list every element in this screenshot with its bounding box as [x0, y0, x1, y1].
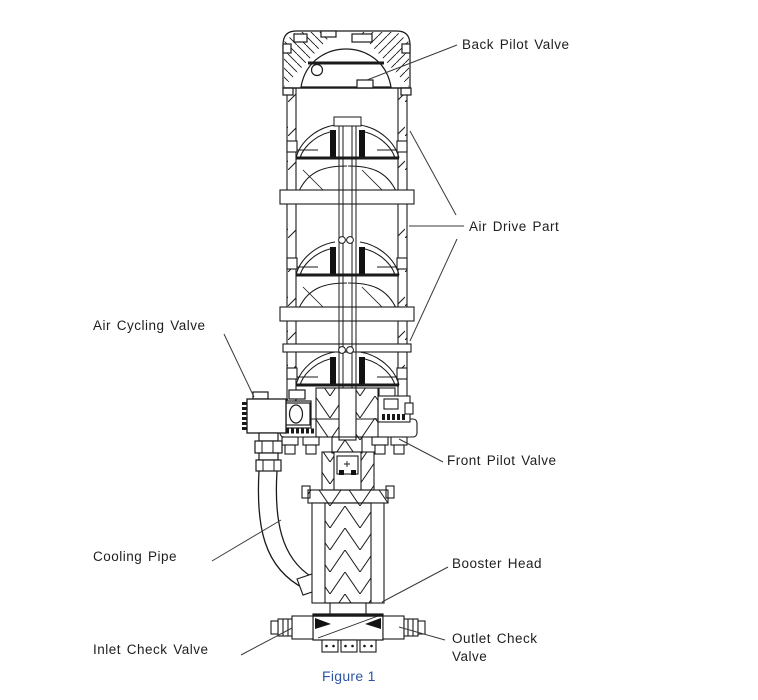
piston-rod [333, 116, 362, 390]
booster-head-part [301, 387, 395, 615]
check-valve-manifold [270, 613, 426, 653]
leader-air-cycling-valve [223, 333, 255, 398]
manifold-feet [321, 639, 377, 653]
leader-lines [211, 44, 464, 656]
label-outlet-check-valve: Outlet Check Valve [452, 631, 538, 664]
air-cycling-valve-part [242, 389, 316, 472]
leader-inlet-check-valve [240, 627, 293, 656]
front-pilot-valve-part [377, 387, 414, 423]
label-booster-head: Booster Head [452, 556, 543, 571]
leader-front-pilot-valve [398, 438, 444, 463]
leader-outlet-check-valve [398, 626, 446, 641]
back-pilot-valve-part [282, 30, 412, 96]
inlet-check-valve-part [270, 615, 331, 640]
label-back-pilot-valve: Back Pilot Valve [462, 37, 570, 52]
leader-air-drive-bottom [409, 238, 458, 342]
outlet-check-valve-part [365, 615, 426, 640]
leader-cooling-pipe [211, 519, 282, 562]
label-cooling-pipe: Cooling Pipe [93, 549, 178, 564]
label-air-drive-part: Air Drive Part [469, 219, 560, 234]
leader-air-drive-top [409, 130, 457, 216]
figure-caption: Figure 1 [322, 668, 376, 684]
leader-back-pilot-valve [366, 44, 458, 81]
label-inlet-check-valve: Inlet Check Valve [93, 642, 209, 657]
label-front-pilot-valve: Front Pilot Valve [447, 453, 557, 468]
label-air-cycling-valve: Air Cycling Valve [93, 318, 206, 333]
leader-booster-head [381, 566, 449, 603]
